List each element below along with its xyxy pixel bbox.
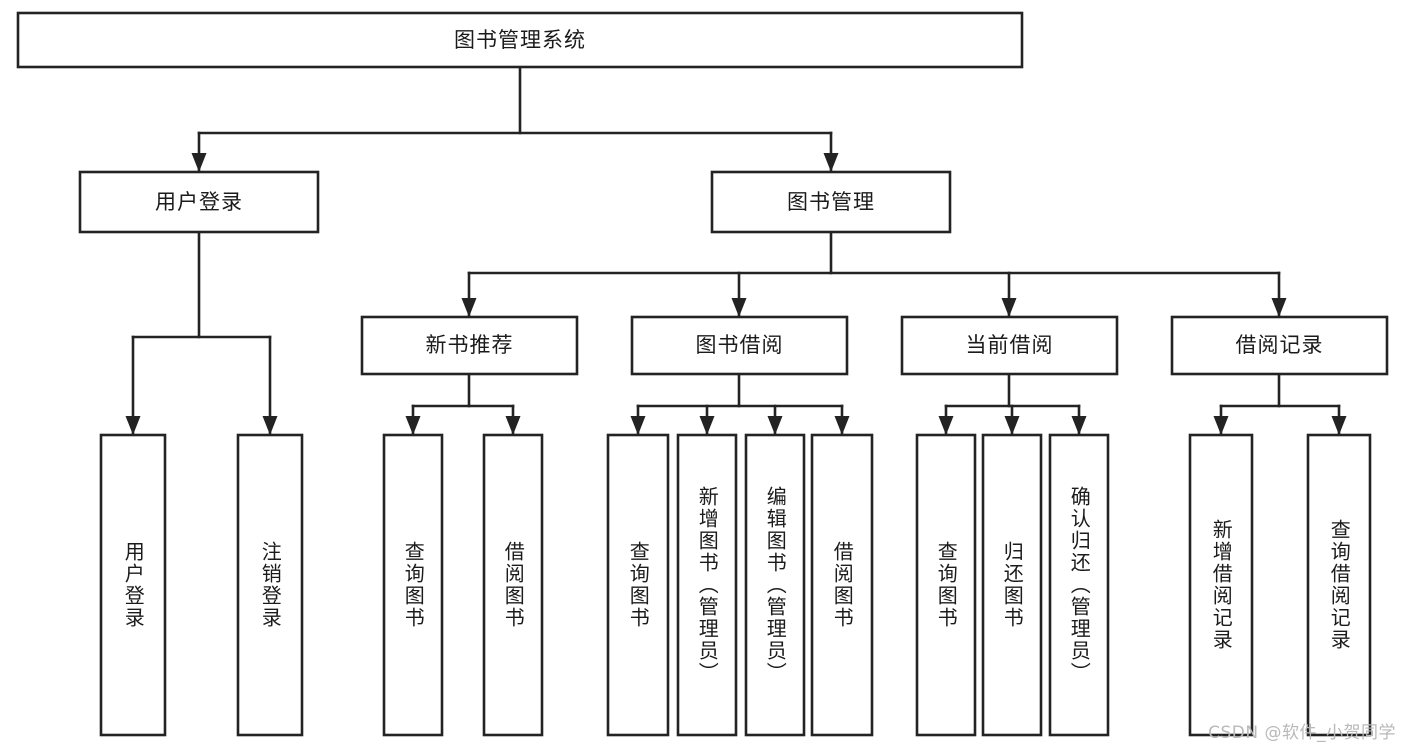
leaf-node-box[interactable] [810, 433, 874, 737]
arrow-head-icon [405, 416, 421, 435]
node-shape-layer [16, 11, 1389, 737]
arrow-head-icon [125, 416, 141, 435]
leaf-node-box[interactable] [1188, 433, 1254, 737]
leaf-node-box[interactable] [382, 433, 444, 737]
arrow-head-icon [1001, 298, 1017, 317]
leaf-node-box[interactable] [99, 433, 167, 737]
arrow-head-icon [1004, 416, 1020, 435]
root-node-box[interactable] [16, 11, 1024, 69]
leaf-node-box[interactable] [744, 433, 806, 737]
arrow-head-icon [834, 416, 850, 435]
arrow-head-icon [191, 153, 207, 172]
level1-node-box[interactable] [78, 170, 320, 234]
arrow-head-icon [461, 298, 477, 317]
leaf-node-box[interactable] [482, 433, 544, 737]
arrow-head-icon [1331, 416, 1347, 435]
arrow-head-icon [630, 416, 646, 435]
arrow-head-icon [1213, 416, 1229, 435]
leaf-node-box[interactable] [1048, 433, 1110, 737]
leaf-node-box[interactable] [981, 433, 1043, 737]
arrow-head-icon [767, 416, 783, 435]
level2-node-box[interactable] [1170, 315, 1389, 376]
level1-node-box[interactable] [710, 170, 952, 234]
level2-node-box[interactable] [630, 315, 849, 376]
arrow-head-icon [699, 416, 715, 435]
arrow-head-icon [505, 416, 521, 435]
leaf-node-box[interactable] [1306, 433, 1372, 737]
arrow-head-icon [938, 416, 954, 435]
level2-node-box[interactable] [900, 315, 1119, 376]
arrow-head-icon [823, 153, 839, 172]
leaf-node-box[interactable] [915, 433, 977, 737]
leaf-node-box[interactable] [606, 433, 670, 737]
arrow-head-icon [1071, 416, 1087, 435]
arrow-head-icon [1271, 298, 1287, 317]
arrow-head-icon [262, 416, 278, 435]
connector-layer [125, 65, 1347, 436]
arrow-head-icon [731, 298, 747, 317]
leaf-node-box[interactable] [236, 433, 304, 737]
level2-node-box[interactable] [360, 315, 579, 376]
leaf-node-box[interactable] [676, 433, 738, 737]
